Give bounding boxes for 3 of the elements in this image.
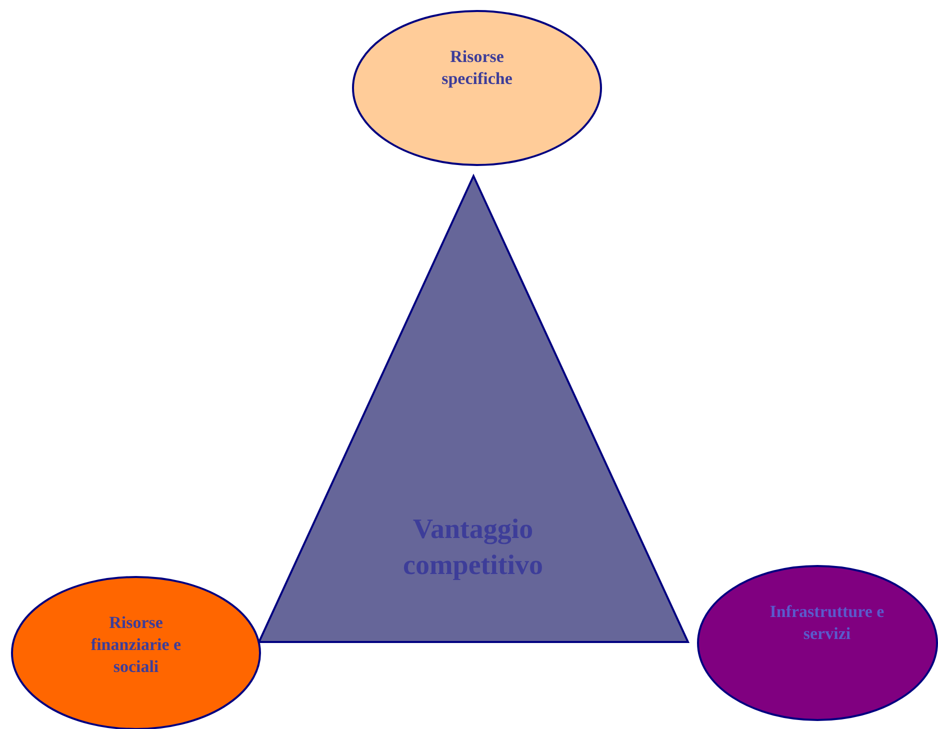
node-label: Risorse specifiche [440, 46, 514, 90]
node-label: Risorse finanziarie e sociali [90, 612, 182, 678]
node-label: Infrastrutture e servizi [768, 601, 886, 646]
